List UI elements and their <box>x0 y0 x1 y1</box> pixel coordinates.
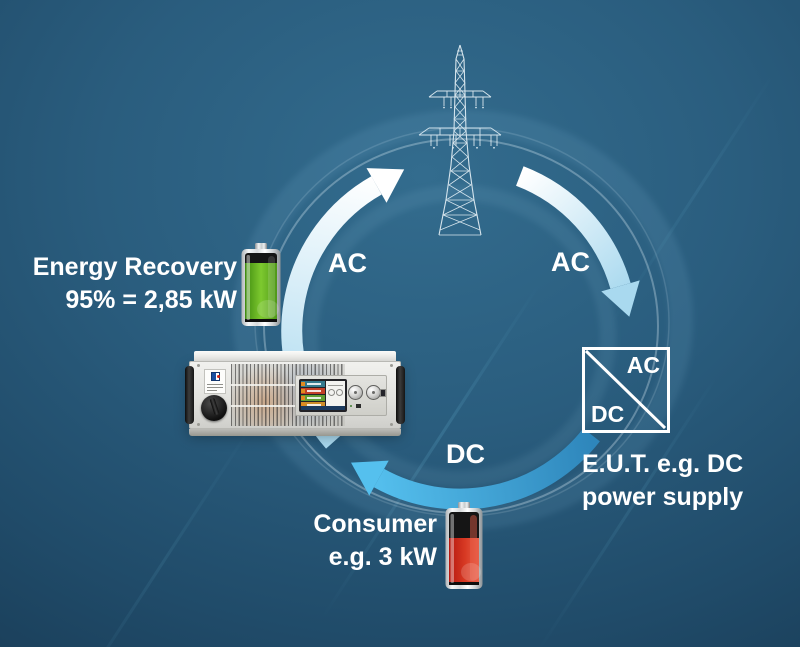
eut-line2: power supply <box>582 483 744 511</box>
psu-usb-port <box>380 389 386 397</box>
screen-value-rows <box>301 381 325 408</box>
screen-row-power <box>301 395 325 401</box>
regenerative-power-supply-device <box>185 351 405 437</box>
screen-row-resistance <box>301 402 325 408</box>
psu-screw <box>197 423 200 426</box>
psu-screw <box>197 364 200 367</box>
psu-brand-logo <box>204 369 226 394</box>
screen-row-voltage <box>301 381 325 387</box>
grille-divider <box>231 384 345 386</box>
energy-recovery-line2: 95% = 2,85 kW <box>65 286 237 314</box>
power-pylon-icon <box>418 44 502 236</box>
battery-red-icon <box>445 502 483 595</box>
grille-divider <box>231 405 345 407</box>
psu-power-switch <box>201 395 227 421</box>
energy-recovery-line1: Energy Recovery <box>32 253 237 281</box>
consumer-label: Consumer e.g. 3 kW <box>313 508 437 574</box>
screen-diagram-panel <box>326 381 345 406</box>
psu-control-module <box>295 375 387 416</box>
consumer-line1: Consumer <box>313 510 437 538</box>
psu-screw <box>390 423 393 426</box>
logo-text-line <box>207 384 223 385</box>
psu-screw <box>390 364 393 367</box>
consumer-line2: e.g. 3 kW <box>328 543 437 571</box>
psu-bottom-edge <box>189 429 401 436</box>
psu-top-lid <box>194 351 396 362</box>
ac-dc-converter-icon: AC DC <box>582 347 670 433</box>
ac-label-left: AC <box>328 248 367 278</box>
psu-small-button <box>356 404 361 408</box>
psu-touchscreen <box>299 379 347 412</box>
dc-label-bottom: DC <box>446 439 485 469</box>
arrow-dc-bottom <box>351 428 600 510</box>
energy-recovery-label: Energy Recovery 95% = 2,85 kW <box>33 251 237 317</box>
arrow-ac-right <box>515 166 640 317</box>
logo-text-line <box>207 387 223 388</box>
eut-line1: E.U.T. e.g. DC <box>582 450 744 478</box>
psu-rotary-knob-left <box>348 385 363 400</box>
converter-ac-label: AC <box>626 352 660 378</box>
logo-dot <box>217 375 220 378</box>
logo-text-line <box>207 390 217 391</box>
psu-rack-handle-right <box>396 366 405 424</box>
battery-green-icon <box>241 243 281 332</box>
converter-dc-label: DC <box>591 401 625 427</box>
psu-power-switch-lever <box>209 397 220 416</box>
screen-status-bar <box>301 406 345 410</box>
psu-rack-handle-left <box>185 366 194 424</box>
psu-rotary-knob-right <box>366 385 381 400</box>
eut-label: E.U.T. e.g. DC power supply <box>582 448 743 514</box>
screen-row-current <box>301 388 325 394</box>
psu-led <box>350 405 352 407</box>
ac-label-right: AC <box>551 247 590 277</box>
converter-diagonal <box>585 350 666 429</box>
